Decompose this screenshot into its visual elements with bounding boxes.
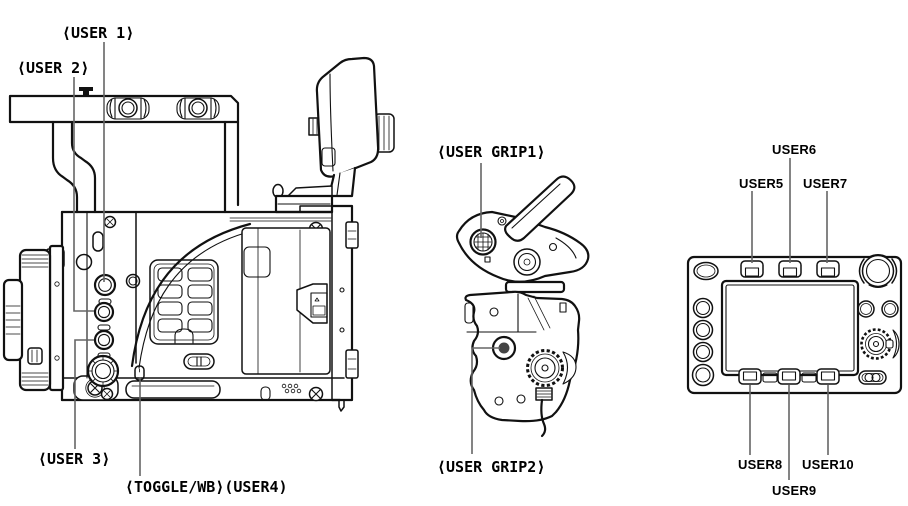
panel-screen-drawing (720, 279, 860, 377)
user6-button-drawing (778, 260, 802, 278)
lens-mount-drawing (2, 244, 65, 392)
user9-button-drawing (777, 368, 801, 385)
vent-dots-icon (281, 383, 302, 394)
panel-top-knob-drawing (858, 253, 898, 289)
vent-grille-drawing (130, 222, 253, 369)
control-panel-drawing (686, 253, 903, 395)
user5-button-drawing (740, 260, 764, 278)
label-user1: ⟨USER 1⟩ (62, 24, 135, 42)
viewfinder-drawing (272, 56, 395, 214)
user8-button-drawing (738, 368, 762, 385)
user1-button-drawing (93, 273, 117, 305)
top-handle-drawing (8, 87, 240, 214)
leader-lines (73, 42, 829, 480)
grip-handle-stick-drawing (504, 175, 576, 242)
label-user7: USER7 (803, 176, 848, 191)
user3-button-drawing (93, 329, 115, 359)
grip-cable-drawing (535, 387, 553, 438)
label-user9: USER9 (772, 483, 817, 498)
label-user5: USER5 (739, 176, 784, 191)
label-user3: ⟨USER 3⟩ (38, 450, 111, 468)
media-door-drawing (183, 227, 331, 375)
label-user8: USER8 (738, 457, 783, 472)
label-toggle-wb-user4: ⟨TOGGLE/WB⟩(USER4) (125, 478, 288, 496)
label-user10: USER10 (802, 457, 854, 472)
label-user-grip2: ⟨USER GRIP2⟩ (437, 458, 546, 476)
user10-button-drawing (816, 368, 840, 385)
grip-side-view-drawing (464, 280, 581, 438)
accessory-pin-icon (79, 87, 93, 96)
user-grip1-button-drawing (469, 228, 497, 256)
grip-menu-dial-drawing (526, 349, 577, 387)
label-user-grip1: ⟨USER GRIP1⟩ (437, 143, 546, 161)
camera-side-view-drawing (2, 56, 395, 412)
grip-top-view-drawing (455, 175, 590, 283)
label-user2: ⟨USER 2⟩ (17, 59, 90, 77)
panel-toggle-switch-drawing (858, 370, 887, 385)
oval-switch-drawing (183, 353, 215, 370)
label-user6: USER6 (772, 142, 817, 157)
leader-user-grip2 (471, 347, 500, 454)
user-grip2-button-drawing (491, 335, 517, 361)
side-button-panel-drawing (75, 211, 145, 401)
panel-left-buttons-drawing (691, 297, 715, 387)
screw-icon (308, 386, 324, 402)
leader-user3 (74, 339, 94, 449)
user7-button-drawing (816, 260, 840, 278)
user2-button-drawing (93, 301, 115, 331)
ridged-knob-drawing (86, 354, 120, 388)
panel-jog-dial-drawing (860, 328, 900, 360)
leader-user2 (73, 77, 94, 312)
